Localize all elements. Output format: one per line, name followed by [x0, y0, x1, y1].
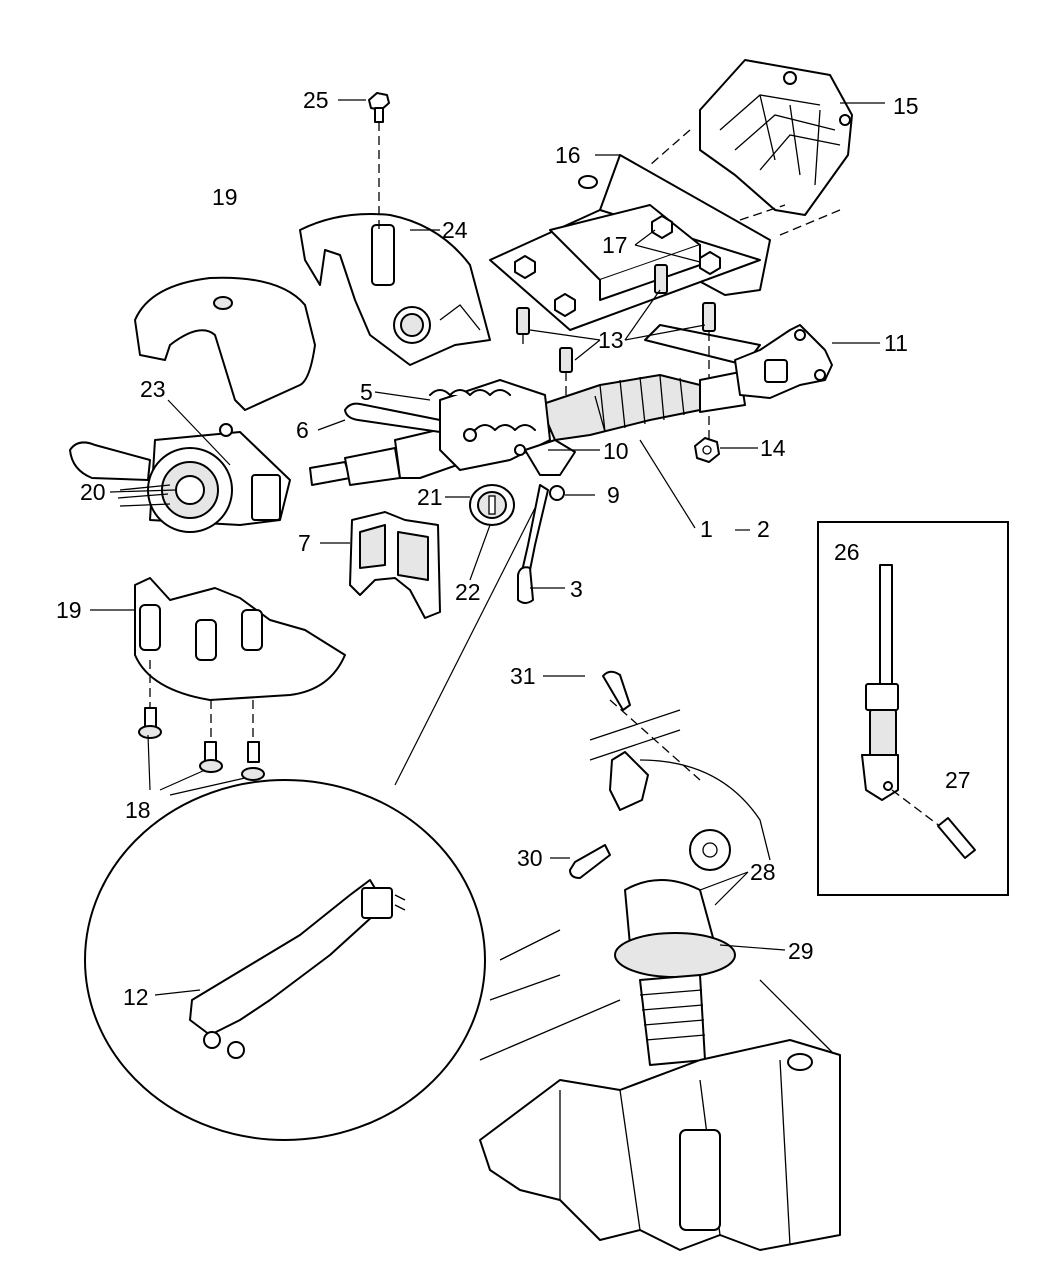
- floor-boot-assembly: [479, 670, 841, 1251]
- switch-cover: [349, 511, 441, 619]
- callout-3: 3: [570, 576, 583, 602]
- shift-lever: [517, 439, 576, 604]
- callout-5: 5: [360, 379, 373, 405]
- upper-column-cover: [299, 213, 491, 366]
- callout-31: 31: [510, 663, 536, 689]
- nut-17: [514, 215, 721, 317]
- lower-bracket: [734, 324, 833, 399]
- callout-2: 2: [757, 516, 770, 542]
- callout-11: 11: [884, 330, 908, 356]
- callout-21: 21: [417, 484, 443, 510]
- hex-nut-14: [694, 437, 720, 463]
- callout-20: 20: [80, 479, 106, 505]
- callout-22: 22: [455, 579, 481, 605]
- column-support-bracket: [489, 175, 761, 440]
- multifunction-switch: [69, 423, 291, 533]
- callout-25: 25: [303, 87, 329, 113]
- leader-lines: [90, 99, 885, 996]
- detail-view-circle: [84, 507, 536, 1141]
- callout-24: 24: [442, 217, 468, 243]
- callout-7: 7: [298, 530, 311, 556]
- callout-15: 15: [893, 93, 919, 119]
- upper-mounting-bracket: [699, 59, 853, 216]
- callout-12: 12: [123, 984, 149, 1010]
- callout-29: 29: [788, 938, 814, 964]
- callout-19-lower: 19: [56, 597, 82, 623]
- callout-6: 6: [296, 417, 309, 443]
- lower-steering-shroud: [134, 577, 346, 701]
- callout-18: 18: [125, 797, 151, 823]
- callout-9: 9: [607, 482, 620, 508]
- callout-13: 13: [598, 327, 624, 353]
- callout-27: 27: [945, 767, 971, 793]
- callout-1: 1: [700, 516, 713, 542]
- tilt-lever: [344, 402, 441, 433]
- callout-28: 28: [750, 859, 776, 885]
- inset-box: [817, 521, 1009, 896]
- ignition-lock-cylinder: [469, 484, 515, 526]
- callout-23: 23: [140, 376, 166, 402]
- callout-17: 17: [602, 232, 628, 258]
- upper-steering-shroud: [134, 276, 316, 411]
- callout-labels: 1 2 3 5 6 7 9 10 11 12 13 14 15 16 17 18…: [56, 87, 971, 1010]
- bolt-25: [368, 92, 390, 230]
- callout-30: 30: [517, 845, 543, 871]
- screws-18: [138, 660, 265, 781]
- callout-10: 10: [603, 438, 629, 464]
- callout-16: 16: [555, 142, 581, 168]
- callout-26: 26: [834, 539, 860, 565]
- studs-13: [516, 264, 716, 373]
- callout-19-upper: 19: [212, 184, 238, 210]
- callout-14: 14: [760, 435, 786, 461]
